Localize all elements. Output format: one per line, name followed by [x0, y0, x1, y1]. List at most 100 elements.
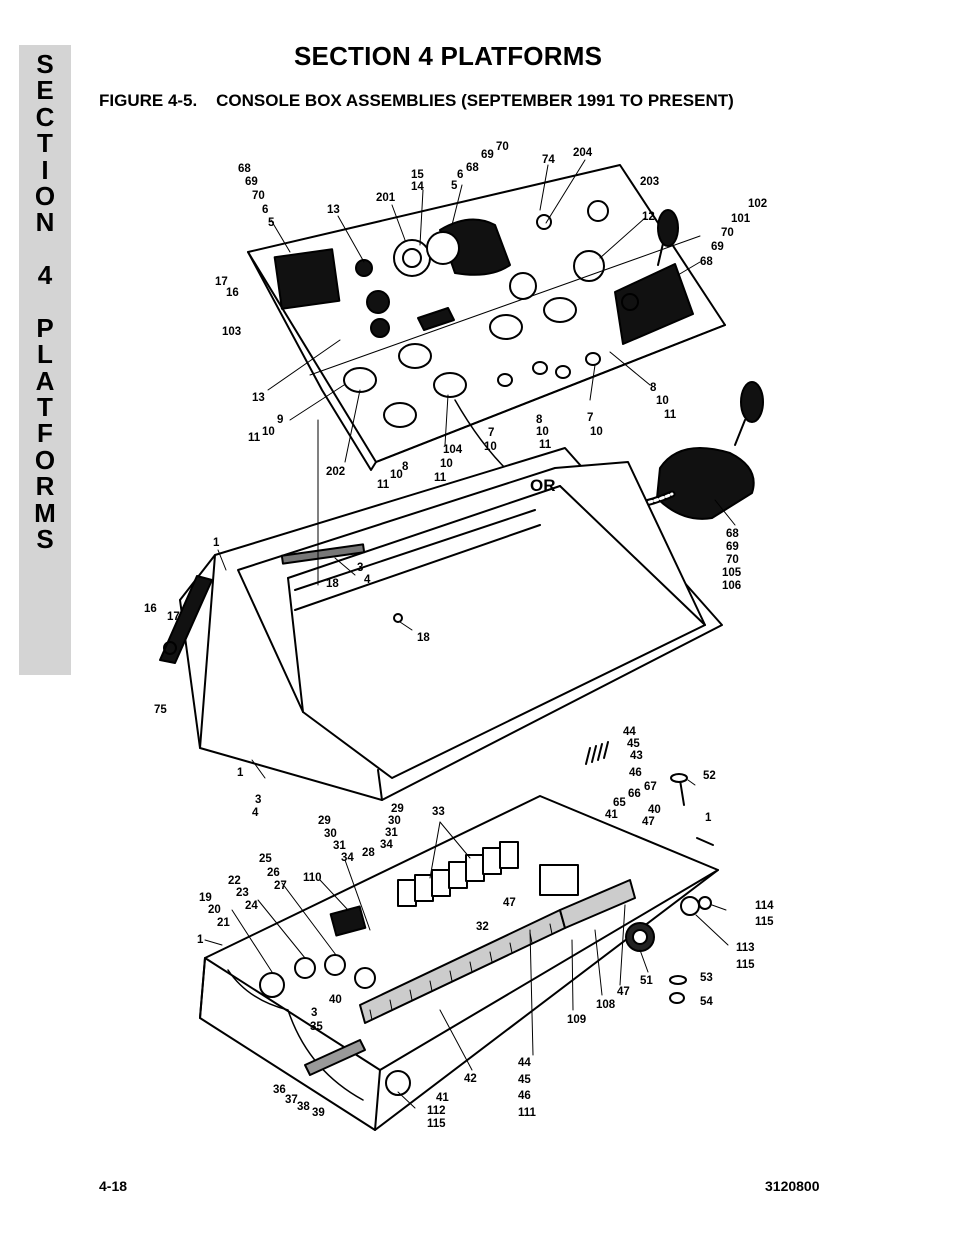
side-tab-letter: A — [35, 365, 55, 396]
callout-number: 69 — [245, 176, 258, 188]
callout-number: 1 — [705, 812, 712, 824]
callout-number: 9 — [277, 414, 283, 426]
callout-number: 68 — [726, 528, 739, 540]
page-title: SECTION 4 PLATFORMS — [294, 41, 603, 71]
callout-number: 105 — [722, 567, 742, 579]
control-panel-drawing — [247, 164, 726, 471]
callout-number: 68 — [466, 162, 479, 174]
callout-numbers: 68 69 70 6 5 13 201 15 14 5 6 68 69 70 7… — [144, 141, 774, 1130]
callout-number: 10 — [484, 441, 497, 453]
callout-number: 15 — [411, 169, 424, 181]
callout-number: 3 — [311, 1007, 317, 1019]
callout-number: 115 — [427, 1118, 446, 1130]
callout-number: 201 — [376, 192, 396, 204]
side-tab-letter: T — [37, 392, 53, 423]
callout-number: 22 — [228, 875, 241, 887]
callout-number: 52 — [703, 770, 716, 782]
console-box-drawing — [159, 447, 723, 801]
callout-number: 10 — [536, 426, 549, 438]
side-tab-letter: R — [35, 471, 55, 502]
callout-number: 106 — [722, 580, 741, 592]
callout-number: 47 — [642, 816, 655, 828]
callout-number: 3 — [255, 794, 261, 806]
callout-number: 32 — [476, 921, 489, 933]
callout-number: 31 — [333, 840, 346, 852]
side-tab-letter: S — [36, 49, 54, 79]
callout-number: 6 — [457, 169, 463, 181]
document-number: 3120800 — [765, 1178, 820, 1194]
side-tab-letter: S — [36, 524, 54, 555]
callout-number: 51 — [640, 975, 653, 987]
callout-number: 24 — [245, 900, 258, 912]
callout-number: 69 — [711, 241, 724, 253]
side-tab-letter: I — [41, 154, 49, 185]
callout-number: 67 — [644, 781, 657, 793]
callout-number: 203 — [640, 176, 659, 188]
callout-number: 111 — [518, 1107, 537, 1119]
callout-number: 202 — [326, 466, 345, 478]
callout-number: 108 — [596, 999, 616, 1011]
side-tab-letter: F — [37, 418, 53, 449]
callout-number: 13 — [327, 204, 340, 216]
callout-number: 16 — [226, 287, 239, 299]
callout-number: 109 — [567, 1014, 586, 1026]
callout-number: 1 — [237, 767, 244, 779]
callout-number: 4 — [252, 807, 259, 819]
callout-number: 101 — [731, 213, 751, 225]
callout-number: 69 — [726, 541, 739, 553]
callout-number: 30 — [324, 828, 337, 840]
callout-number: 45 — [518, 1074, 531, 1086]
callout-number: 104 — [443, 444, 463, 456]
callout-number: 10 — [390, 469, 403, 481]
callout-number: 44 — [623, 726, 636, 738]
callout-number: 27 — [274, 880, 287, 892]
callout-number: 3 — [357, 562, 363, 574]
section-side-tab: S E C T I O N 4 P L A T F O R M S — [19, 45, 71, 675]
callout-number: 8 — [402, 461, 409, 473]
callout-number: 29 — [391, 803, 404, 815]
figure-caption: FIGURE 4-5. CONSOLE BOX ASSEMBLIES (SEPT… — [99, 91, 734, 110]
callout-number: 6 — [262, 204, 268, 216]
leader-lines — [204, 159, 736, 1109]
callout-number: 114 — [755, 900, 774, 912]
callout-number: 29 — [318, 815, 331, 827]
callout-number: 46 — [518, 1090, 531, 1102]
callout-number: 8 — [650, 382, 657, 394]
callout-number: 7 — [587, 412, 593, 424]
side-tab-letter: C — [35, 101, 55, 132]
callout-number: 36 — [273, 1084, 286, 1096]
callout-number: 102 — [748, 198, 767, 210]
side-tab-letter: P — [36, 312, 54, 343]
side-tab-letter: 4 — [37, 260, 53, 291]
callout-number: 54 — [700, 996, 713, 1008]
callout-number: 204 — [573, 147, 593, 159]
callout-number: 30 — [388, 815, 401, 827]
callout-number: 38 — [297, 1101, 310, 1113]
callout-number: 13 — [252, 392, 265, 404]
callout-number: 70 — [721, 227, 734, 239]
callout-number: 18 — [417, 632, 430, 644]
callout-number: 11 — [434, 472, 447, 484]
callout-number: 25 — [259, 853, 272, 865]
callout-number: 74 — [542, 154, 555, 166]
callout-number: 34 — [341, 852, 354, 864]
callout-number: 47 — [503, 897, 516, 909]
or-label: OR — [530, 476, 556, 495]
callout-number: 115 — [755, 916, 774, 928]
callout-number: 110 — [303, 872, 322, 884]
side-tab-letter: M — [34, 497, 56, 528]
enclosure-base-drawing — [199, 741, 719, 1131]
callout-number: 113 — [736, 942, 755, 954]
callout-number: 40 — [329, 994, 342, 1006]
callout-number: 66 — [628, 788, 641, 800]
callout-number: 1 — [197, 934, 204, 946]
callout-number: 41 — [605, 809, 618, 821]
side-tab-letter: N — [35, 207, 55, 238]
callout-number: 70 — [252, 190, 265, 202]
callout-number: 34 — [380, 839, 393, 851]
callout-number: 10 — [656, 395, 669, 407]
callout-number: 16 — [144, 603, 157, 615]
callout-number: 35 — [310, 1021, 323, 1033]
callout-number: 11 — [248, 432, 261, 444]
